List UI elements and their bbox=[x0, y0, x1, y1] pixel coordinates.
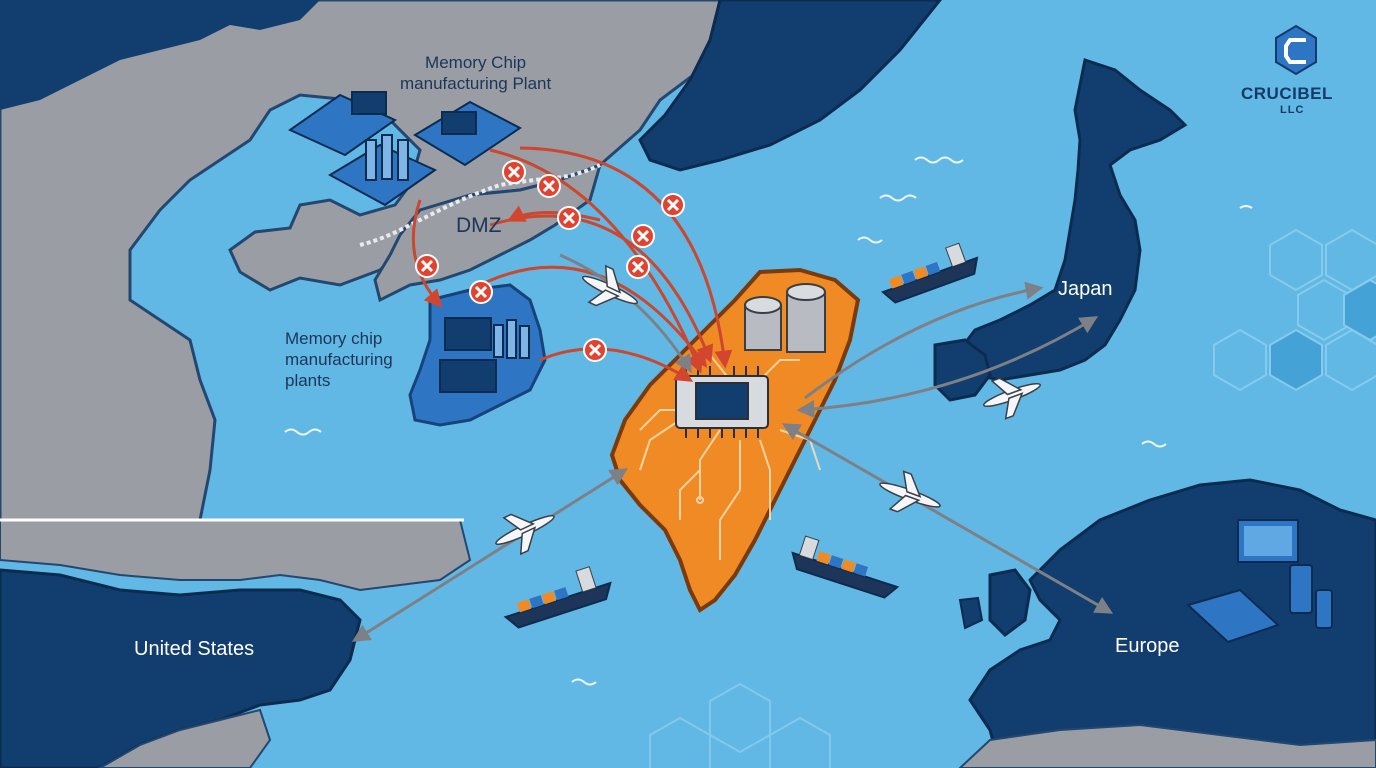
label-memory-plants-south: Memory chip manufacturing plants bbox=[285, 328, 393, 391]
label-memory-plant-north: Memory Chip manufacturing Plant bbox=[400, 52, 551, 94]
hexagon-pattern bbox=[1213, 228, 1376, 392]
north-africa bbox=[958, 723, 1376, 768]
label-line: Memory chip bbox=[285, 329, 383, 348]
label-line: manufacturing Plant bbox=[400, 74, 552, 93]
hexagon-pattern-bottom bbox=[649, 682, 831, 768]
brand-suffix: LLC bbox=[1280, 104, 1305, 116]
wave-icon bbox=[284, 156, 1253, 686]
mexico bbox=[97, 708, 272, 768]
laptop-icon bbox=[1237, 519, 1299, 563]
blocked-x-icon bbox=[415, 160, 685, 362]
russia-far-east bbox=[638, 0, 942, 172]
label-japan: Japan bbox=[1058, 278, 1113, 300]
plant-chip-cluster-north bbox=[287, 91, 522, 207]
brand-name: CRUCIBEL bbox=[1241, 84, 1333, 103]
microchip-icon bbox=[675, 366, 769, 438]
plant-chip-cluster-south bbox=[439, 317, 530, 393]
crucible-logo-icon bbox=[1275, 24, 1317, 76]
label-line: manufacturing bbox=[285, 350, 393, 369]
label-line: Memory Chip bbox=[425, 53, 527, 72]
north-left-navy bbox=[0, 0, 320, 110]
tablet-icon bbox=[1186, 588, 1280, 644]
label-line: plants bbox=[285, 371, 331, 390]
airplane-icon bbox=[495, 264, 1041, 556]
label-united-states: United States bbox=[134, 638, 255, 660]
label-europe: Europe bbox=[1115, 635, 1180, 657]
phone-icon bbox=[1289, 564, 1333, 629]
cargo-ship-icon bbox=[503, 242, 979, 629]
label-dmz: DMZ bbox=[456, 214, 502, 237]
